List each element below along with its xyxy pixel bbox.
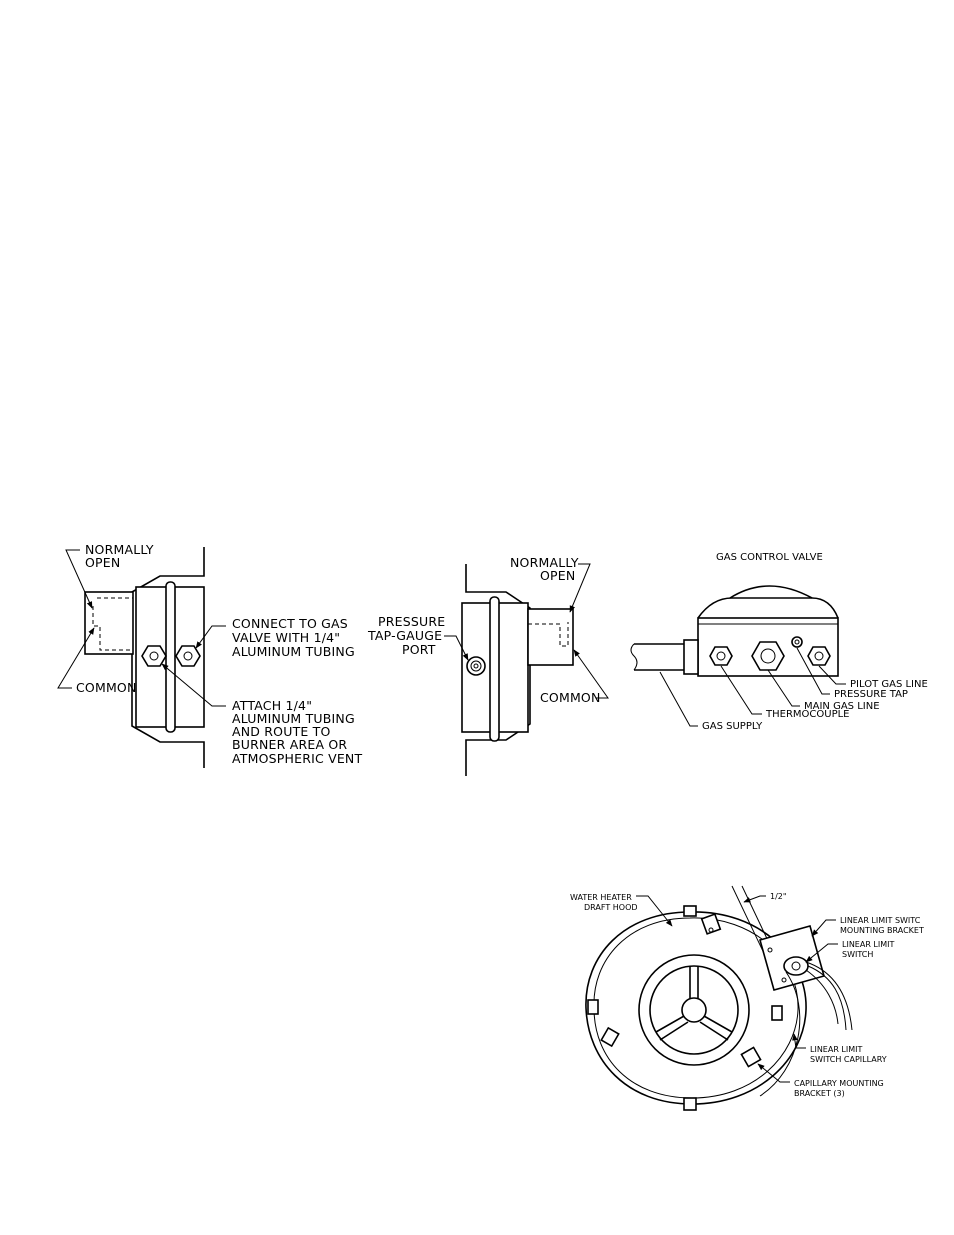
label-normally-open-2: OPEN — [85, 555, 120, 570]
label-switch-capillary-2: SWITCH CAPILLARY — [810, 1055, 887, 1064]
label-gas-supply: GAS SUPPLY — [702, 721, 763, 732]
note-attach-5: ATMOSPHERIC VENT — [232, 751, 362, 766]
label-common: COMMON — [76, 680, 137, 695]
note-connect-2: VALVE WITH 1/4" — [232, 630, 340, 645]
label-limit-switch-2: SWITCH — [842, 950, 873, 959]
note-attach-3: AND ROUTE TO — [232, 724, 331, 739]
label-draft-hood-1: WATER HEATER — [570, 893, 632, 902]
note-connect-3: ALUMINUM TUBING — [232, 644, 355, 659]
label-pressure-tap-1: PRESSURE — [378, 614, 445, 629]
label-pilot-gas-line: PILOT GAS LINE — [850, 679, 928, 690]
label-limit-switch-1: LINEAR LIMIT — [842, 940, 895, 949]
label-normally-open-1: NORMALLY — [85, 542, 154, 557]
label-draft-hood-2: DRAFT HOOD — [584, 903, 638, 912]
label-half-inch: 1/2" — [770, 892, 787, 901]
note-attach-1: ATTACH 1/4" — [232, 698, 312, 713]
label-common: COMMON — [540, 690, 601, 705]
note-attach-4: BURNER AREA OR — [232, 737, 347, 752]
figure-middle-pressure-switch: NORMALLY OPEN PRESSURE TAP-GAUGE PORT CO… — [367, 555, 609, 776]
label-switch-capillary-1: LINEAR LIMIT — [810, 1045, 863, 1054]
label-pressure-tap: PRESSURE TAP — [834, 689, 908, 700]
figure-bottom-draft-hood: 1/2" WATER HEATER DRAFT HOOD LINEAR LIMI… — [570, 885, 924, 1111]
label-mounting-bracket-1: LINEAR LIMIT SWITC — [840, 916, 921, 925]
label-mounting-bracket-2: MOUNTING BRACKET — [840, 926, 924, 935]
title-gas-control-valve: GAS CONTROL VALVE — [716, 552, 823, 563]
label-normally-open-2: OPEN — [540, 568, 575, 583]
label-capillary-bracket-1: CAPILLARY MOUNTING — [794, 1079, 884, 1088]
label-capillary-bracket-2: BRACKET (3) — [794, 1089, 845, 1098]
note-attach-2: ALUMINUM TUBING — [232, 711, 355, 726]
label-pressure-tap-3: PORT — [402, 642, 436, 657]
label-pressure-tap-2: TAP-GAUGE — [367, 628, 442, 643]
label-thermocouple: THERMOCOUPLE — [765, 709, 850, 720]
label-main-gas-line: MAIN GAS LINE — [804, 701, 880, 712]
figure-left-pressure-switch: NORMALLY OPEN COMMON CONNECT TO GAS VALV… — [57, 542, 362, 768]
figure-right-gas-control-valve: GAS CONTROL VALVE PILOT GAS LINE PRESSUR… — [630, 552, 928, 732]
label-normally-open-1: NORMALLY — [510, 555, 579, 570]
note-connect-1: CONNECT TO GAS — [232, 616, 348, 631]
